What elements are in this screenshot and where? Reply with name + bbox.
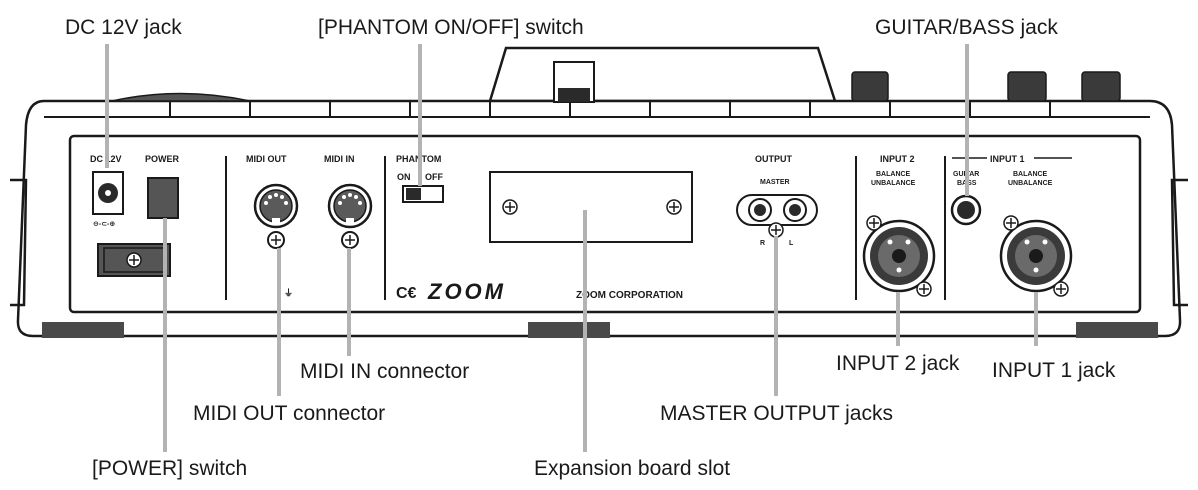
callout-midi-in-connector: MIDI IN connector — [300, 360, 469, 383]
output-panel-label: OUTPUT — [755, 154, 793, 164]
phantom-on-label: ON — [397, 172, 411, 182]
feet — [42, 322, 1158, 338]
input2-unbalance-label: UNBALANCE — [871, 180, 916, 187]
input2-combo-jack-icon — [862, 215, 936, 297]
left-rib — [10, 178, 28, 307]
input1-balance-label: BALANCE — [1013, 171, 1048, 178]
input1-combo-jack-icon — [999, 215, 1073, 297]
output-l-label: L — [789, 240, 794, 247]
top-handle — [488, 46, 837, 103]
zoom-corporation-text: ZOOM CORPORATION — [576, 290, 683, 301]
midi-in-connector-icon — [327, 183, 373, 249]
callout-input2-jack: INPUT 2 jack — [836, 352, 960, 375]
phantom-switch-icon — [402, 185, 444, 203]
knob-icon — [1007, 71, 1047, 102]
master-panel-label: MASTER — [760, 179, 790, 186]
output-r-label: R — [760, 240, 765, 247]
foot — [42, 322, 124, 338]
input1-panel-label: INPUT 1 — [990, 154, 1025, 164]
cord-hook-icon — [97, 243, 171, 277]
input2-balance-label: BALANCE — [876, 171, 911, 178]
callout-power-switch: [POWER] switch — [92, 457, 247, 480]
midi-in-panel-label: MIDI IN — [324, 154, 355, 164]
top-ridge-segments — [169, 101, 1051, 117]
foot — [1076, 322, 1158, 338]
phantom-off-label: OFF — [425, 172, 443, 182]
callout-master-output-jacks: MASTER OUTPUT jacks — [660, 402, 893, 425]
expansion-slot-cover — [489, 171, 693, 243]
input1-unbalance-label: UNBALANCE — [1008, 180, 1053, 187]
power-panel-label: POWER — [145, 154, 180, 164]
callout-guitar-bass-jack: GUITAR/BASS jack — [875, 16, 1058, 39]
midi-out-connector-icon — [253, 183, 299, 249]
foot — [528, 322, 610, 338]
ce-mark: C€ — [396, 285, 417, 302]
top-knobs — [851, 71, 1121, 102]
callout-midi-out-connector: MIDI OUT connector — [193, 402, 385, 425]
handle-slot-icon — [553, 61, 595, 103]
callout-dc12v-jack: DC 12V jack — [65, 16, 182, 39]
callout-expansion-slot: Expansion board slot — [534, 457, 730, 480]
input2-panel-label: INPUT 2 — [880, 154, 915, 164]
polarity-symbol: ⊖-⊂-⊕ — [93, 221, 115, 228]
zoom-logo: ZOOM — [427, 279, 506, 304]
dc12v-jack-icon — [92, 171, 124, 215]
midi-out-panel-label: MIDI OUT — [246, 154, 287, 164]
guitar-bass-jack-icon — [950, 194, 982, 226]
power-switch-icon — [147, 177, 179, 219]
callout-input1-jack: INPUT 1 jack — [992, 359, 1116, 382]
knob-icon — [1081, 71, 1121, 102]
leader-lines — [105, 44, 1038, 452]
section-dividers — [225, 156, 946, 300]
ground-icon: ⏚ — [284, 288, 293, 298]
callout-phantom-switch: [PHANTOM ON/OFF] switch — [318, 16, 584, 39]
right-rib — [1170, 178, 1188, 307]
jog-wheel-icon — [111, 92, 251, 102]
knob-icon — [851, 71, 889, 102]
master-output-jacks-icon — [736, 194, 818, 238]
